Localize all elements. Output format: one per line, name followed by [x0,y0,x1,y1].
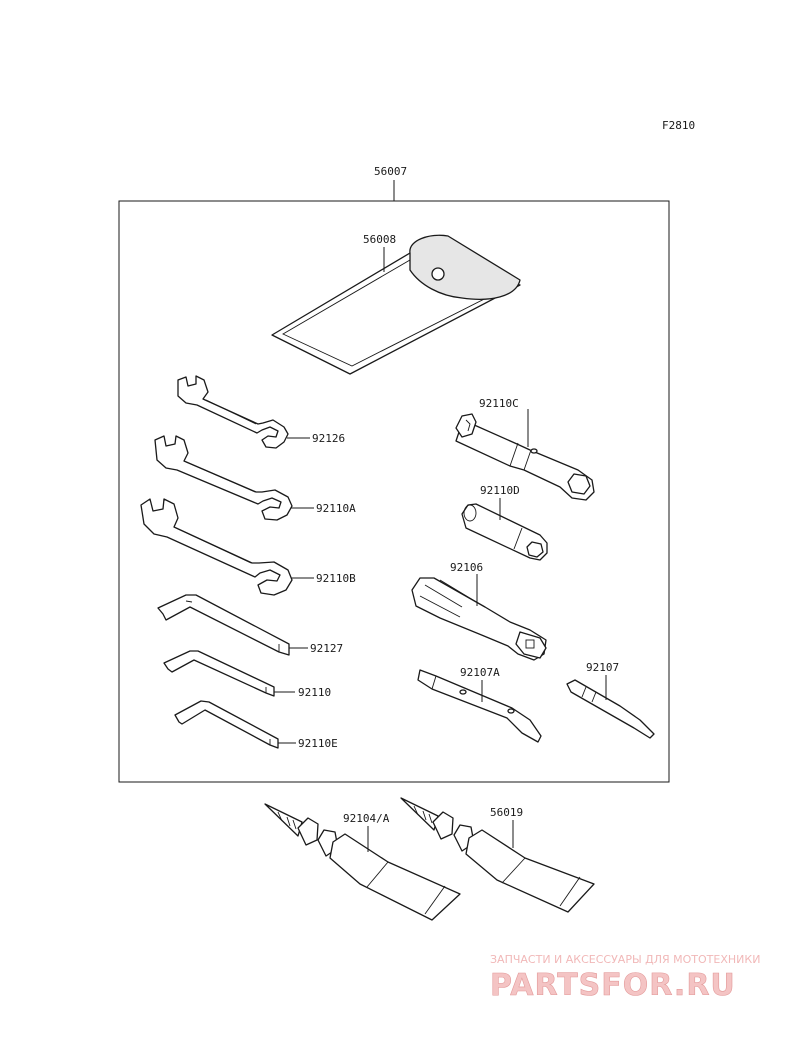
watermark-logo: PARTSFOR.RU [490,968,736,1003]
label-wrench-large[interactable]: 92110B [316,572,356,585]
screwdriver-handle[interactable] [411,577,547,661]
grease-tube-a[interactable] [264,803,461,921]
wrench-small[interactable] [177,375,289,449]
wrench-large[interactable] [140,498,293,596]
label-socket-wrench-c[interactable]: 92110C [479,397,519,410]
label-wrench-medium[interactable]: 92110A [316,502,356,515]
watermark-caption: ЗАПЧАСТИ И АКСЕССУАРЫ ДЛЯ МОТОТЕХНИКИ [490,953,760,966]
hex-key-small[interactable] [174,700,279,749]
socket-wrench-c[interactable] [455,413,595,501]
label-wrench-small[interactable]: 92126 [312,432,345,445]
label-grease-tube-b[interactable]: 56019 [490,806,523,819]
hex-key-medium[interactable] [163,650,275,697]
hex-key-large[interactable] [157,594,290,656]
label-case[interactable]: 56008 [363,233,396,246]
figure-code: F2810 [662,119,695,132]
kit-frame [118,200,670,783]
case-snap [431,267,445,281]
label-screwdriver-handle[interactable]: 92106 [450,561,483,574]
label-socket-wrench-d[interactable]: 92110D [480,484,520,497]
label-kit[interactable]: 56007 [374,165,407,178]
label-screwdriver-bit-a[interactable]: 92107A [460,666,500,679]
screwdriver-bit[interactable] [566,679,655,739]
label-hex-key-medium[interactable]: 92110 [298,686,331,699]
socket-wrench-d[interactable] [461,503,548,561]
label-hex-key-large[interactable]: 92127 [310,642,343,655]
label-screwdriver-bit[interactable]: 92107 [586,661,619,674]
label-grease-tube-a[interactable]: 92104/A [343,812,390,825]
wrench-medium[interactable] [154,435,293,521]
label-hex-key-small[interactable]: 92110E [298,737,338,750]
grease-tube-b[interactable] [400,797,595,913]
tool-case[interactable] [271,234,521,375]
screwdriver-bit-a[interactable] [417,669,542,743]
